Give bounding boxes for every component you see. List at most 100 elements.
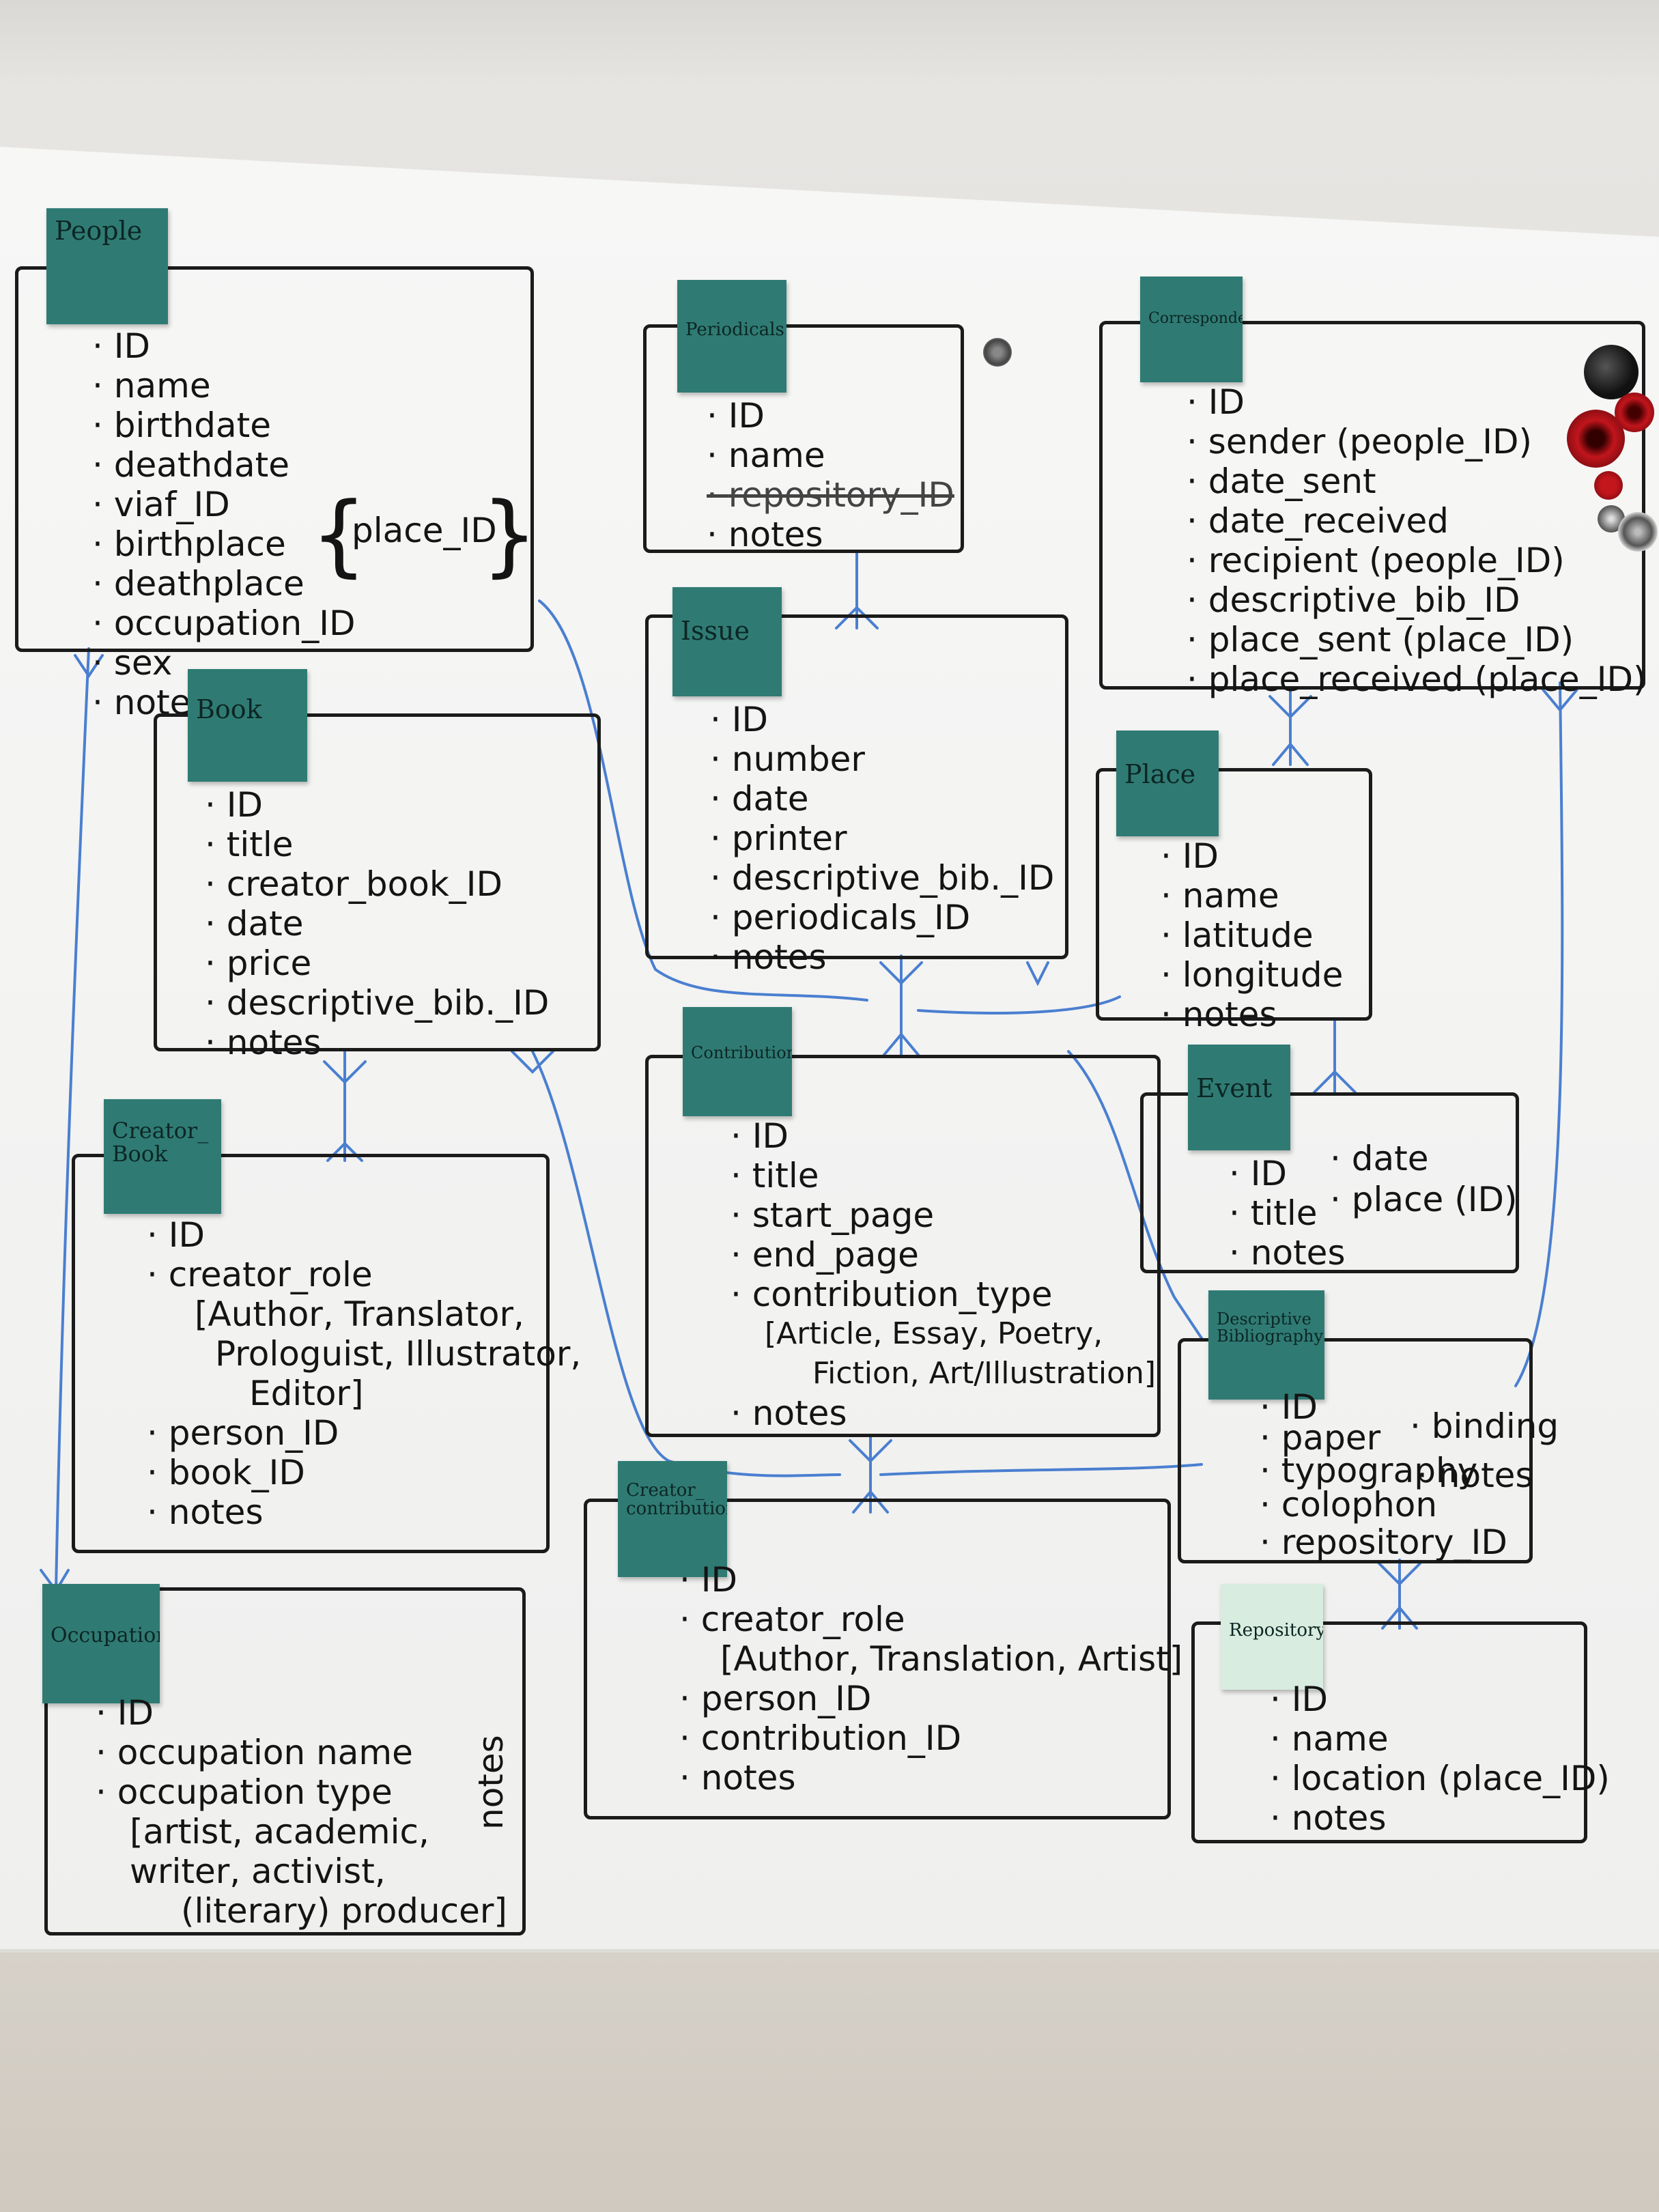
contribution-fields: ID title start_page end_page contributio… — [731, 1116, 1156, 1433]
creator-book-field: person_ID — [147, 1413, 581, 1453]
magnet-black — [1584, 345, 1639, 399]
book-field: title — [205, 825, 549, 864]
repository-fields: ID name location (place_ID) notes — [1270, 1679, 1610, 1838]
event-side-field: place (ID) — [1330, 1180, 1518, 1219]
people-field: deathdate — [92, 445, 355, 485]
book-field: notes — [205, 1023, 549, 1062]
issue-field: number — [710, 739, 1054, 779]
correspondence-field: place_sent (place_ID) — [1187, 620, 1646, 660]
creator-book-field: notes — [147, 1492, 581, 1532]
people-brace: { — [311, 483, 367, 586]
event-field: notes — [1229, 1233, 1346, 1273]
magnet-red-small — [1594, 471, 1623, 500]
periodicals-field-struck: repository_ID — [707, 475, 954, 515]
periodicals-field: name — [707, 436, 954, 475]
issue-sticky: Issue — [672, 587, 782, 696]
descriptive-bibliography-field: repository_ID — [1260, 1522, 1507, 1562]
correspondence-field: ID — [1187, 382, 1646, 422]
issue-field: ID — [710, 700, 1054, 739]
correspondence-field: place_received (place_ID) — [1187, 660, 1647, 699]
contribution-sticky: Contribution — [683, 1007, 792, 1116]
creator-contribution-field: person_ID — [679, 1679, 1182, 1718]
wall — [0, 1953, 1659, 2212]
creator-book-field: ID — [147, 1215, 581, 1255]
people-field: name — [92, 366, 355, 406]
occupation-type-option: (literary) producer] — [181, 1891, 507, 1931]
periodicals-field: notes — [707, 515, 954, 554]
creator-contribution-field: notes — [679, 1758, 1182, 1798]
magnet-silver — [1618, 512, 1658, 552]
repository-field: notes — [1270, 1798, 1610, 1838]
people-field: ID — [92, 326, 355, 366]
correspondence-field: recipient (people_ID) — [1187, 541, 1646, 580]
occupation-field: occupation type — [96, 1772, 507, 1812]
correspondence-field: descriptive_bib_ID — [1187, 580, 1646, 620]
issue-field: printer — [710, 819, 1054, 858]
repository-field: name — [1270, 1719, 1610, 1759]
occupation-notes-vertical: notes — [471, 1735, 511, 1830]
creator-book-role-option: Prologuist, Illustrator, — [215, 1334, 582, 1374]
occupation-type-option: [artist, academic, — [130, 1812, 429, 1852]
creator-book-fields: ID creator_role [Author, Translator, Pro… — [147, 1215, 581, 1532]
people-field: sex — [92, 643, 355, 683]
event-fields: ID title notes — [1229, 1154, 1346, 1273]
contribution-entity — [645, 1055, 1161, 1437]
book-field: ID — [205, 785, 549, 825]
people-brace-close: } — [481, 483, 538, 586]
occupation-entity — [44, 1587, 526, 1936]
place-field: ID — [1161, 836, 1343, 876]
people-fields: ID name birthdate deathdate viaf_ID birt… — [92, 326, 356, 722]
event-field: title — [1229, 1193, 1346, 1233]
creator-book-sticky: Creator_ Book — [104, 1099, 221, 1214]
descriptive-bibliography-field: paper — [1260, 1421, 1507, 1455]
descriptive-bibliography-side-field: notes — [1417, 1456, 1533, 1495]
people-sticky: People — [46, 208, 168, 324]
people-field: viaf_ID — [92, 485, 355, 524]
periodicals-fields: ID name repository_ID notes — [707, 396, 954, 554]
contribution-type-option: Fiction, Art/Illustration] — [812, 1356, 1157, 1391]
book-field: creator_book_ID — [205, 864, 549, 904]
descriptive-bibliography-side-field: binding — [1410, 1406, 1559, 1446]
contribution-field: title — [731, 1156, 1156, 1195]
creator-book-field: book_ID — [147, 1453, 581, 1492]
descriptive-bibliography-field: colophon — [1260, 1487, 1507, 1522]
repository-field: location (place_ID) — [1270, 1759, 1610, 1798]
creator-contribution-field: creator_role — [679, 1600, 1182, 1639]
place-sticky: Place — [1116, 731, 1219, 836]
place-field: longitude — [1161, 955, 1344, 995]
creator-contribution-sticky: Creator_ contribution — [618, 1461, 727, 1577]
people-field: occupation_ID — [92, 604, 356, 643]
correspondence-fields: ID sender (people_ID) date_sent date_rec… — [1187, 382, 1647, 699]
creator-contribution-fields: ID creator_role [Author, Translation, Ar… — [679, 1560, 1182, 1798]
periodicals-field: ID — [707, 396, 954, 436]
creator-book-role-option: [Author, Translator, — [195, 1294, 524, 1334]
correspondence-field: date_sent — [1187, 462, 1646, 501]
creator-book-field: creator_role — [147, 1255, 581, 1294]
creator-book-role-option: Editor] — [249, 1374, 364, 1413]
contribution-field: start_page — [731, 1195, 1156, 1235]
contribution-field: ID — [731, 1116, 1156, 1156]
event-sticky: Event — [1188, 1045, 1290, 1150]
issue-field: date — [710, 779, 1054, 819]
event-field: ID — [1229, 1154, 1346, 1193]
people-field: birthplace — [92, 524, 355, 564]
place-fields: ID name latitude longitude notes — [1161, 836, 1344, 1034]
issue-fields: ID number date printer descriptive_bib._… — [710, 700, 1055, 977]
creator-contribution-role-option: [Author, Translation, Artist] — [720, 1639, 1183, 1679]
book-field: descriptive_bib._ID — [205, 983, 550, 1023]
book-field: price — [205, 944, 549, 983]
issue-field: notes — [710, 937, 1054, 977]
creator-book-entity — [72, 1154, 550, 1553]
correspondence-sticky: Correspondence — [1140, 276, 1243, 382]
contribution-type-option: [Article, Essay, Poetry, — [765, 1316, 1103, 1351]
people-field: deathplace — [92, 564, 355, 604]
book-fields: ID title creator_book_ID date price desc… — [205, 785, 550, 1062]
screw — [983, 338, 1012, 367]
creator-contribution-field: contribution_ID — [679, 1718, 1182, 1758]
occupation-field: occupation name — [96, 1733, 507, 1772]
people-field: birthdate — [92, 406, 355, 445]
issue-field: descriptive_bib._ID — [710, 858, 1055, 898]
occupation-sticky: Occupation — [42, 1584, 160, 1703]
magnet-red — [1567, 410, 1625, 468]
people-brace-label: place_ID — [352, 511, 497, 550]
